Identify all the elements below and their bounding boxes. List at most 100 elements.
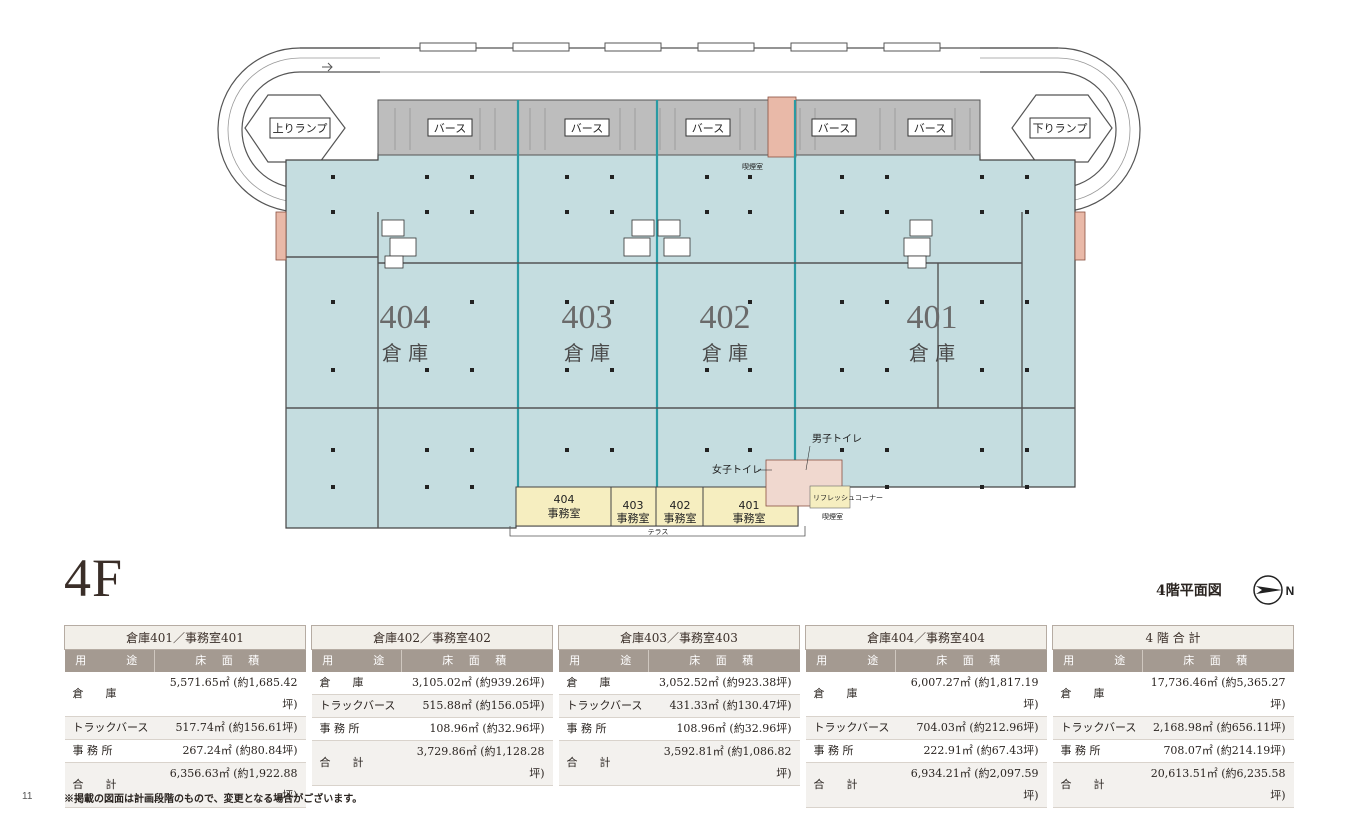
row-area: 431.33㎡ (約130.47坪) <box>648 694 800 718</box>
row-use: 合 計 <box>1052 762 1143 808</box>
col-area: 床 面 積 <box>154 649 306 672</box>
row-use: 合 計 <box>64 762 155 808</box>
unit-402-number: 402 <box>700 299 751 336</box>
row-area: 5,571.65㎡ (約1,685.42坪) <box>154 672 306 717</box>
table-title: 4 階 合 計 <box>1052 625 1294 650</box>
row-area: 2,168.98㎡ (約656.11坪) <box>1142 716 1294 740</box>
row-area: 704.03㎡ (約212.96坪) <box>895 716 1047 740</box>
row-use: 事 務 所 <box>558 717 649 741</box>
berth-label: バース <box>692 122 724 135</box>
unit-401-name: 倉 庫 <box>909 341 955 365</box>
row-area: 6,356.63㎡ (約1,922.88坪) <box>154 762 306 808</box>
row-use: トラックバース <box>64 716 155 740</box>
office-403-number: 403 <box>623 499 644 512</box>
row-use: 事 務 所 <box>64 739 155 763</box>
warehouse-floor <box>285 153 1076 529</box>
row-area: 3,105.02㎡ (約939.26坪) <box>401 672 553 695</box>
unit-404-number: 404 <box>380 299 431 336</box>
row-use: トラックバース <box>311 694 402 718</box>
office-404-number: 404 <box>554 493 575 506</box>
row-area: 3,729.86㎡ (約1,128.28坪) <box>401 740 553 786</box>
col-area: 床 面 積 <box>401 649 553 672</box>
row-area: 108.96㎡ (約32.96坪) <box>648 717 800 741</box>
down-ramp-tag: 下りランプ <box>1029 117 1091 139</box>
svg-text:上りランプ: 上りランプ <box>273 122 328 135</box>
unit-401-number: 401 <box>907 299 958 336</box>
office-402-number: 402 <box>670 499 691 512</box>
office-402-name: 事務室 <box>664 511 697 525</box>
plan-caption: 4階平面図 <box>1156 583 1222 599</box>
col-use: 用 途 <box>805 649 896 672</box>
row-use: トラックバース <box>1052 716 1143 740</box>
womens-toilet-label: 女子トイレ <box>712 463 762 476</box>
row-use: 事 務 所 <box>805 739 896 763</box>
row-area: 708.07㎡ (約214.19坪) <box>1142 739 1294 763</box>
terrace-label: テラス <box>648 528 669 536</box>
col-use: 用 途 <box>311 649 402 672</box>
office-404-name: 事務室 <box>548 506 581 520</box>
compass-icon: N <box>1253 575 1295 605</box>
floor-title: 4F <box>64 548 124 608</box>
row-area: 17,736.46㎡ (約5,365.27坪) <box>1142 672 1294 717</box>
svg-text:下りランプ: 下りランプ <box>1033 122 1088 135</box>
row-use: 合 計 <box>805 762 896 808</box>
svg-text:N: N <box>1286 584 1295 598</box>
row-area: 222.91㎡ (約67.43坪) <box>895 739 1047 763</box>
row-area: 20,613.51㎡ (約6,235.58坪) <box>1142 762 1294 808</box>
col-area: 床 面 積 <box>648 649 800 672</box>
table-title: 倉庫401／事務室401 <box>64 625 306 650</box>
berth-label: バース <box>914 122 946 135</box>
row-area: 6,934.21㎡ (約2,097.59坪) <box>895 762 1047 808</box>
office-401-name: 事務室 <box>733 511 766 525</box>
page-number: 11 <box>22 791 33 802</box>
row-use: 事 務 所 <box>1052 739 1143 763</box>
up-ramp-tag: 上りランプ <box>269 117 331 139</box>
row-use: トラックバース <box>558 694 649 718</box>
smoking-room-label: 喫煙室 <box>822 512 843 521</box>
row-use: 事 務 所 <box>311 717 402 741</box>
table-title: 倉庫402／事務室402 <box>311 625 553 650</box>
col-area: 床 面 積 <box>1142 649 1294 672</box>
unit-404-name: 倉 庫 <box>382 341 428 365</box>
col-use: 用 途 <box>1052 649 1143 672</box>
row-area: 267.24㎡ (約80.84坪) <box>154 739 306 763</box>
berth-label: バース <box>434 122 466 135</box>
row-area: 515.88㎡ (約156.05坪) <box>401 694 553 718</box>
col-area: 床 面 積 <box>895 649 1047 672</box>
row-area: 6,007.27㎡ (約1,817.19坪) <box>895 672 1047 717</box>
smoking-room-label-top: 喫煙室 <box>742 162 763 171</box>
unit-403-name: 倉 庫 <box>564 341 610 365</box>
office-strip <box>515 486 799 527</box>
table-title: 倉庫403／事務室403 <box>558 625 800 650</box>
row-use: 合 計 <box>558 740 649 786</box>
refresh-corner-label: リフレッシュコーナー <box>813 494 883 502</box>
row-use: トラックバース <box>805 716 896 740</box>
row-use: 倉 庫 <box>805 672 896 717</box>
table-title: 倉庫404／事務室404 <box>805 625 1047 650</box>
col-use: 用 途 <box>64 649 155 672</box>
row-use: 倉 庫 <box>64 672 155 717</box>
berth-label: バース <box>818 122 850 135</box>
floor-plan: 上りランプ 下りランプ バース バース バース バース バース 404 倉 庫 … <box>217 42 1141 537</box>
mens-toilet-label: 男子トイレ <box>812 433 862 445</box>
row-area: 108.96㎡ (約32.96坪) <box>401 717 553 741</box>
col-use: 用 途 <box>558 649 649 672</box>
row-area: 3,592.81㎡ (約1,086.82坪) <box>648 740 800 786</box>
office-401-number: 401 <box>739 499 760 512</box>
row-area: 517.74㎡ (約156.61坪) <box>154 716 306 740</box>
row-use: 倉 庫 <box>311 672 402 695</box>
berth-label: バース <box>571 122 603 135</box>
row-area: 3,052.52㎡ (約923.38坪) <box>648 672 800 695</box>
row-use: 倉 庫 <box>558 672 649 695</box>
row-use: 倉 庫 <box>1052 672 1143 717</box>
footnote: ※掲載の図面は計画段階のもので、変更となる場合がございます。 <box>64 794 363 805</box>
unit-402-name: 倉 庫 <box>702 341 748 365</box>
truck-berth-strip <box>377 99 981 156</box>
office-403-name: 事務室 <box>617 511 650 525</box>
row-use: 合 計 <box>311 740 402 786</box>
